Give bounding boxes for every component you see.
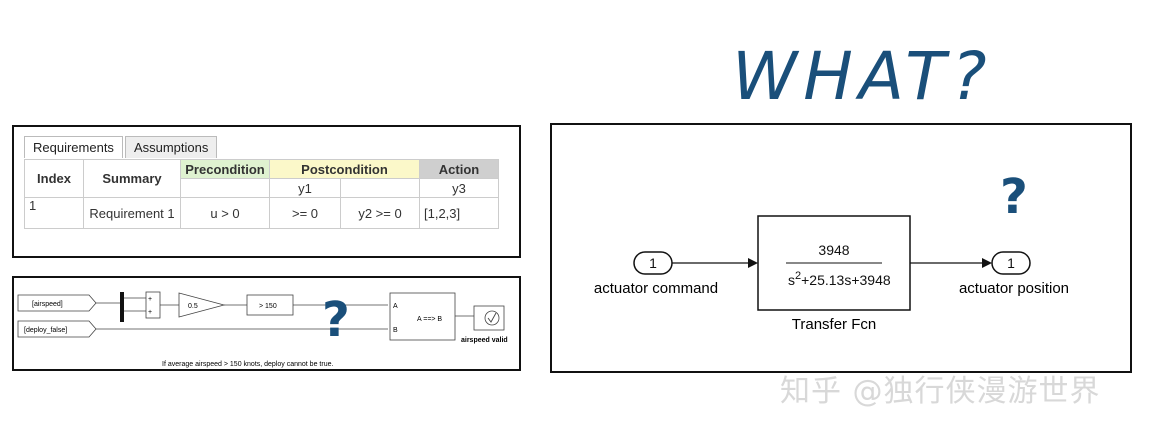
outport-label: actuator position [959, 280, 1069, 297]
header-index: Index [24, 159, 84, 198]
outport-number: 1 [1007, 255, 1015, 271]
outport-block[interactable] [991, 251, 1031, 275]
header-y2-empty [340, 178, 420, 198]
inport-number: 1 [649, 255, 657, 271]
cell-post-y1: >= 0 [269, 197, 341, 229]
implies-in-b: B [393, 327, 398, 334]
assertion-check-icon [484, 310, 500, 326]
block-diagram-panel: [airspeed] [deploy_false] + + 0.5 > 150 … [12, 276, 521, 371]
tf-numerator: 3948 [818, 242, 849, 258]
transfer-fcn-svg: ? 1 actuator command 3948 s2+25.13s+3948… [594, 169, 1069, 333]
cell-action: [1,2,3] [419, 197, 499, 229]
requirements-tabs: Requirements Assumptions [24, 136, 219, 158]
cell-index: 1 [24, 197, 84, 229]
gain-value: 0.5 [188, 303, 198, 310]
cell-summary: Requirement 1 [83, 197, 181, 229]
header-postcondition: Postcondition [269, 159, 420, 179]
sum-plus-1: + [148, 296, 152, 303]
cell-post-y2: y2 >= 0 [340, 197, 420, 229]
header-y3: y3 [419, 178, 499, 198]
block-caption: If average airspeed > 150 knots, deploy … [162, 361, 333, 368]
header-pre-empty [180, 178, 270, 198]
requirements-table: Index Summary Precondition Postcondition… [24, 159, 499, 229]
block-diagram-svg: [airspeed] [deploy_false] + + 0.5 > 150 … [17, 291, 508, 368]
implies-in-a: A [393, 303, 398, 310]
airspeed-tag[interactable] [17, 294, 97, 312]
watermark: 知乎 @独行侠漫游世界 [780, 374, 1101, 409]
deploy-tag[interactable] [17, 320, 97, 338]
header-action: Action [419, 159, 499, 179]
requirements-panel: Requirements Assumptions Index Summary P… [12, 125, 521, 258]
tf-block-label: Transfer Fcn [792, 316, 876, 333]
tf-denominator: s2+25.13s+3948 [788, 270, 891, 288]
header-precondition: Precondition [180, 159, 270, 179]
mux-bar[interactable] [120, 292, 124, 322]
implies-label: A ==> B [417, 316, 442, 323]
tf-question-mark: ? [1000, 169, 1028, 225]
implies-block[interactable] [389, 292, 456, 341]
arrow-in-icon [748, 258, 758, 268]
check-icon [487, 312, 497, 323]
deploy-tag-label: [deploy_false] [24, 327, 67, 334]
table-row[interactable]: 1 Requirement 1 u > 0 >= 0 y2 >= 0 [1,2,… [24, 197, 499, 229]
header-y1: y1 [269, 178, 341, 198]
tab-requirements[interactable]: Requirements [24, 136, 123, 158]
block-question-mark: ? [322, 292, 350, 348]
transfer-fcn-panel: ? 1 actuator command 3948 s2+25.13s+3948… [550, 123, 1132, 373]
header-summary: Summary [83, 159, 181, 198]
cell-precondition: u > 0 [180, 197, 270, 229]
arrow-out-icon [982, 258, 992, 268]
tab-assumptions[interactable]: Assumptions [124, 136, 218, 158]
airspeed-tag-label: [airspeed] [32, 301, 63, 308]
compare-label: > 150 [259, 303, 277, 310]
inport-label: actuator command [594, 280, 718, 297]
assertion-label: airspeed valid [461, 337, 508, 344]
sum-plus-2: + [148, 309, 152, 316]
gain-block[interactable] [178, 292, 226, 318]
what-heading: WHAT? [732, 38, 993, 115]
